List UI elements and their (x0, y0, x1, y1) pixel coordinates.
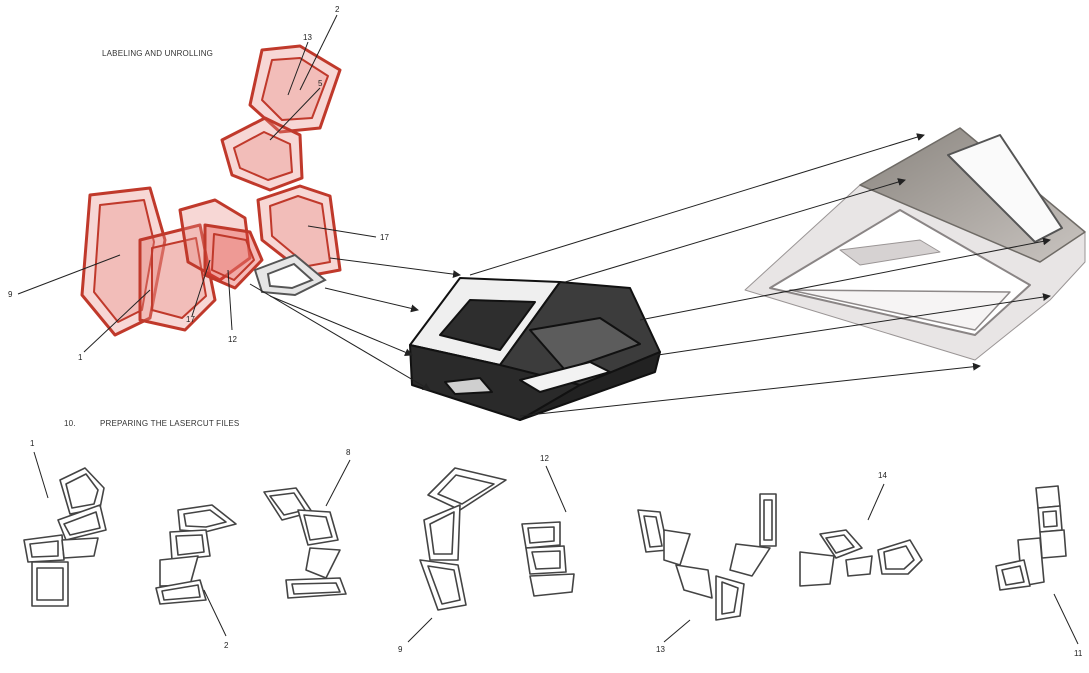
label-12b: 12 (540, 454, 549, 463)
red-exploded-assembly (80, 44, 342, 337)
label-17b: 17 (186, 315, 195, 324)
label-2b: 2 (224, 641, 229, 650)
bottom-number-labels: 1 8 12 14 2 9 13 11 (30, 439, 1083, 658)
label-13: 13 (303, 33, 312, 42)
label-2: 2 (335, 5, 340, 14)
label-11: 11 (1074, 649, 1083, 658)
label-8: 8 (346, 448, 351, 457)
label-13b: 13 (656, 645, 665, 654)
label-5: 5 (318, 79, 323, 88)
section-number: 10. (64, 419, 76, 428)
label-17a: 17 (380, 233, 389, 242)
label-9a: 9 (8, 290, 13, 299)
lasercut-piece-9 (419, 467, 507, 611)
bottom-leader-lines (33, 451, 1079, 645)
lasercut-piece-14 (799, 529, 923, 587)
label-9b: 9 (398, 645, 403, 654)
label-14: 14 (878, 471, 887, 480)
lasercut-piece-12 (521, 521, 575, 597)
lasercut-pieces (23, 467, 1067, 621)
grey-small-piece (253, 253, 327, 297)
assembled-photo-model (744, 127, 1086, 361)
unroll-arrows-right (469, 133, 1051, 417)
label-1a: 1 (78, 353, 83, 362)
labeling-heading: LABELING AND UNROLLING (102, 49, 214, 58)
preparing-heading: PREPARING THE LASERCUT FILES (100, 419, 240, 428)
top-leader-lines (17, 14, 377, 353)
lasercut-piece-13 (637, 493, 777, 621)
label-12a: 12 (228, 335, 237, 344)
lasercut-piece-11 (995, 485, 1067, 591)
top-number-labels: 2 13 5 17 9 17 1 12 (8, 5, 389, 362)
lasercut-piece-8 (263, 487, 347, 599)
lasercut-piece-1 (23, 467, 107, 607)
label-1b: 1 (30, 439, 35, 448)
lasercut-piece-2 (155, 504, 237, 605)
unroll-arrows-left (249, 257, 461, 391)
unrolled-dark-model (409, 277, 661, 421)
